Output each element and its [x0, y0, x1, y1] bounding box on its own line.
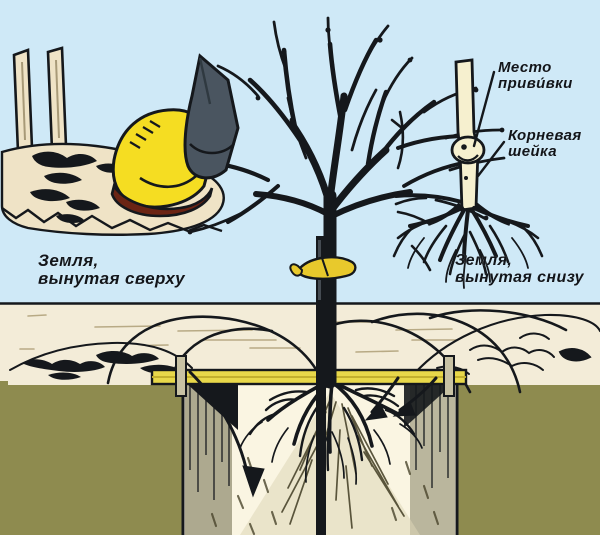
label-bottom-soil: Земля, вынутая снизу	[455, 252, 584, 286]
label-root-collar: Корневая шейка	[508, 127, 582, 160]
soil-placement-arrows	[188, 370, 438, 498]
leveling-board	[150, 368, 468, 386]
sapling-specimen	[392, 58, 544, 289]
graft-bud-dot	[461, 144, 467, 150]
trouser-leg	[183, 53, 240, 180]
left-soil-mound	[8, 341, 193, 385]
stray-twig-left-of-sapling	[390, 110, 405, 170]
board-support-pegs	[175, 355, 455, 397]
leader-graft	[472, 70, 496, 148]
soil-clods-boot	[30, 151, 126, 224]
label-top-soil: Земля, вынутая сверху	[38, 251, 186, 288]
right-soil-mound	[412, 313, 600, 385]
stray-twigs-mid	[394, 196, 432, 272]
wooden-stakes-pair	[12, 46, 68, 154]
graft-swelling	[450, 135, 486, 165]
trunk-tie	[289, 256, 357, 280]
mound-debris-right	[436, 332, 592, 375]
planting-hole	[181, 379, 459, 535]
leader-collar	[476, 140, 506, 178]
label-graft-site: Место приви́вки	[498, 59, 573, 92]
label-leader-lines	[472, 70, 506, 178]
soil-clods-left	[22, 350, 180, 380]
